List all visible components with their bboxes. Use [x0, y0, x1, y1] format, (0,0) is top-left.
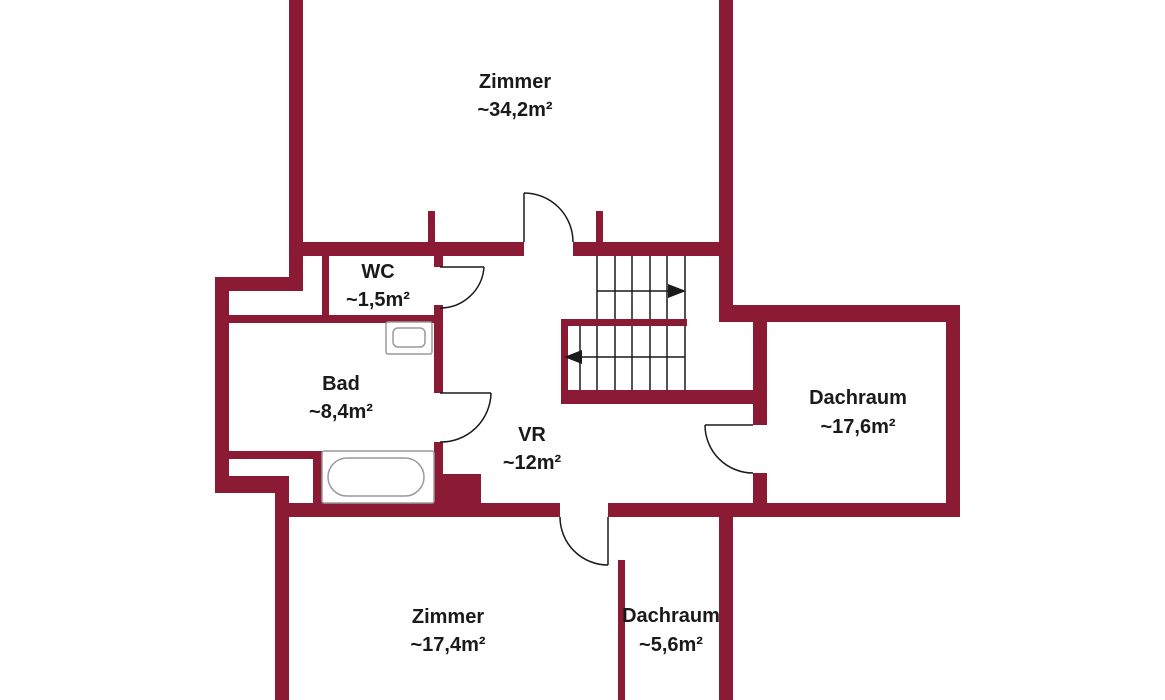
wall-stub-left [428, 211, 435, 246]
stair-arrow-up-icon [668, 284, 686, 298]
wall-north-room-west [289, 0, 303, 256]
room-name-zimmer-north: Zimmer [479, 71, 551, 93]
wall-bad-lower-partition [229, 451, 320, 459]
room-area-bad: ~8,4m² [309, 401, 373, 423]
wall-south-east [719, 517, 733, 700]
door-dachraum-east [704, 424, 754, 474]
wall-stair-left [561, 319, 568, 404]
wall-wc-bad [229, 315, 440, 323]
wall-bad-bath-end [313, 451, 322, 517]
wall-north-room-south-right [573, 242, 733, 256]
walls [215, 0, 960, 700]
wall-east-west-lower [753, 473, 767, 517]
staircase [564, 256, 686, 390]
room-area-dachraum-south: ~5,6m² [639, 634, 703, 656]
wall-north-room-south-left [289, 242, 524, 256]
wall-west-step-upper [289, 242, 303, 291]
wall-east-west-upper [753, 305, 767, 425]
wall-bad-east-lower [434, 442, 443, 503]
wall-west-step-bottom [215, 476, 289, 493]
room-area-vr: ~12m² [503, 452, 562, 474]
sink-icon [385, 321, 433, 355]
wall-bad-east-mid [434, 305, 443, 393]
wall-south-left [275, 503, 560, 517]
wall-stair-divider [561, 319, 687, 326]
room-name-zimmer-south: Zimmer [412, 606, 484, 628]
room-area-wc: ~1,5m² [346, 289, 410, 311]
wall-west-step-top [215, 277, 303, 291]
wall-east-outer [946, 305, 960, 517]
wall-east-top [719, 305, 960, 322]
door-zimmer-north [523, 192, 574, 243]
door-zimmer-south [559, 516, 609, 566]
fixtures [321, 321, 435, 504]
wall-chimney [443, 474, 481, 503]
wall-dachraum-small-partition [618, 560, 625, 700]
room-name-bad: Bad [322, 373, 360, 395]
room-area-dachraum-east: ~17,6m² [820, 416, 895, 438]
wall-west-lower [275, 476, 289, 700]
room-area-zimmer-north: ~34,2m² [477, 99, 552, 121]
wall-north-room-east [719, 0, 733, 256]
wall-stair-bottom [561, 390, 753, 404]
wall-south-right [608, 503, 960, 517]
wall-bad-east-upper [434, 256, 443, 267]
wall-stub-right [596, 211, 603, 246]
door-bad [439, 392, 492, 443]
stair-arrow-down-icon [564, 350, 582, 364]
room-name-wc: WC [361, 261, 394, 283]
wall-wc-west [322, 256, 329, 319]
room-name-dachraum-east: Dachraum [809, 387, 907, 409]
room-name-dachraum-south: Dachraum [622, 605, 720, 627]
room-labels: Zimmer ~34,2m² WC ~1,5m² Bad ~8,4m² VR ~… [309, 71, 907, 656]
bathtub-icon [321, 450, 435, 504]
wall-west-outer [215, 277, 229, 493]
room-area-zimmer-south: ~17,4m² [410, 634, 485, 656]
doors [439, 192, 754, 566]
room-name-vr: VR [518, 424, 546, 446]
door-wc [439, 266, 485, 309]
